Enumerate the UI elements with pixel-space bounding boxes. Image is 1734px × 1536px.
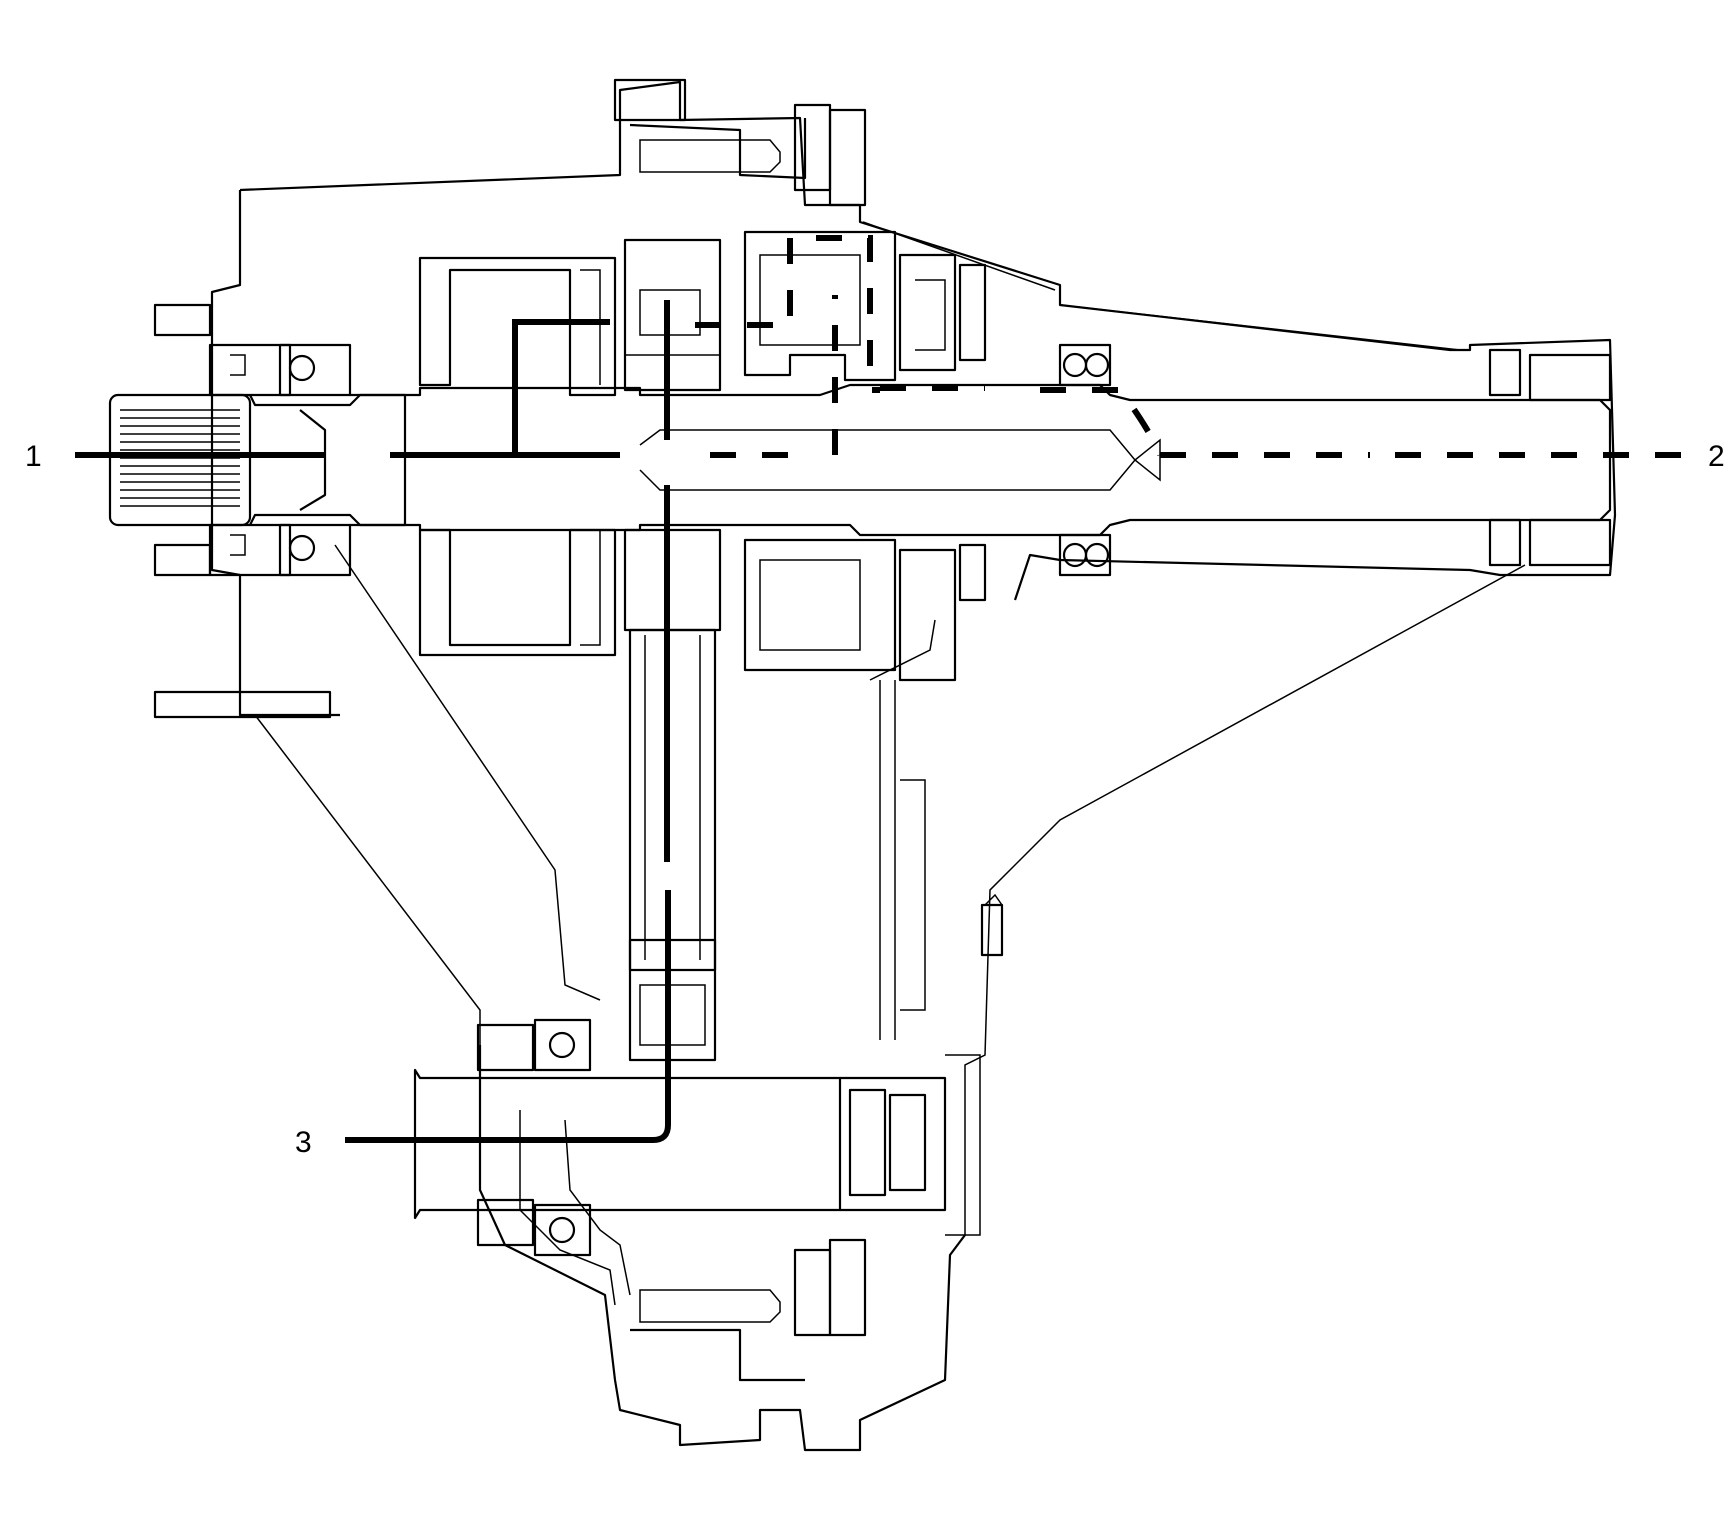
drive-sprocket: [623, 238, 722, 1062]
case-housing: [210, 80, 1617, 1452]
callout-1: 1: [25, 440, 42, 473]
top-bolt-boss: [613, 78, 867, 207]
clutch-loop-dashed: [695, 235, 880, 393]
input-spline: [120, 409, 240, 507]
range-planetary: [418, 256, 617, 657]
chain-channel: [869, 619, 936, 1040]
front-bearing-seal: [153, 303, 352, 719]
power-flow-paths: [75, 235, 1690, 1143]
bottom-bolt-boss: [630, 1238, 867, 1382]
front-output-flow-arrow: [345, 890, 671, 1143]
callout-2: 2: [1708, 440, 1725, 473]
rear-output: [1058, 343, 1612, 577]
input-shaft: [108, 383, 1612, 537]
rear-bend-dashed: [1040, 387, 1163, 457]
callout-3: 3: [295, 1126, 312, 1159]
planetary-flow-arrow: [512, 319, 610, 455]
clutch-pack: [743, 230, 987, 682]
fill-plug: [980, 893, 1004, 957]
callouts: 1 2 3: [25, 440, 1725, 1159]
front-output: [413, 1018, 981, 1257]
